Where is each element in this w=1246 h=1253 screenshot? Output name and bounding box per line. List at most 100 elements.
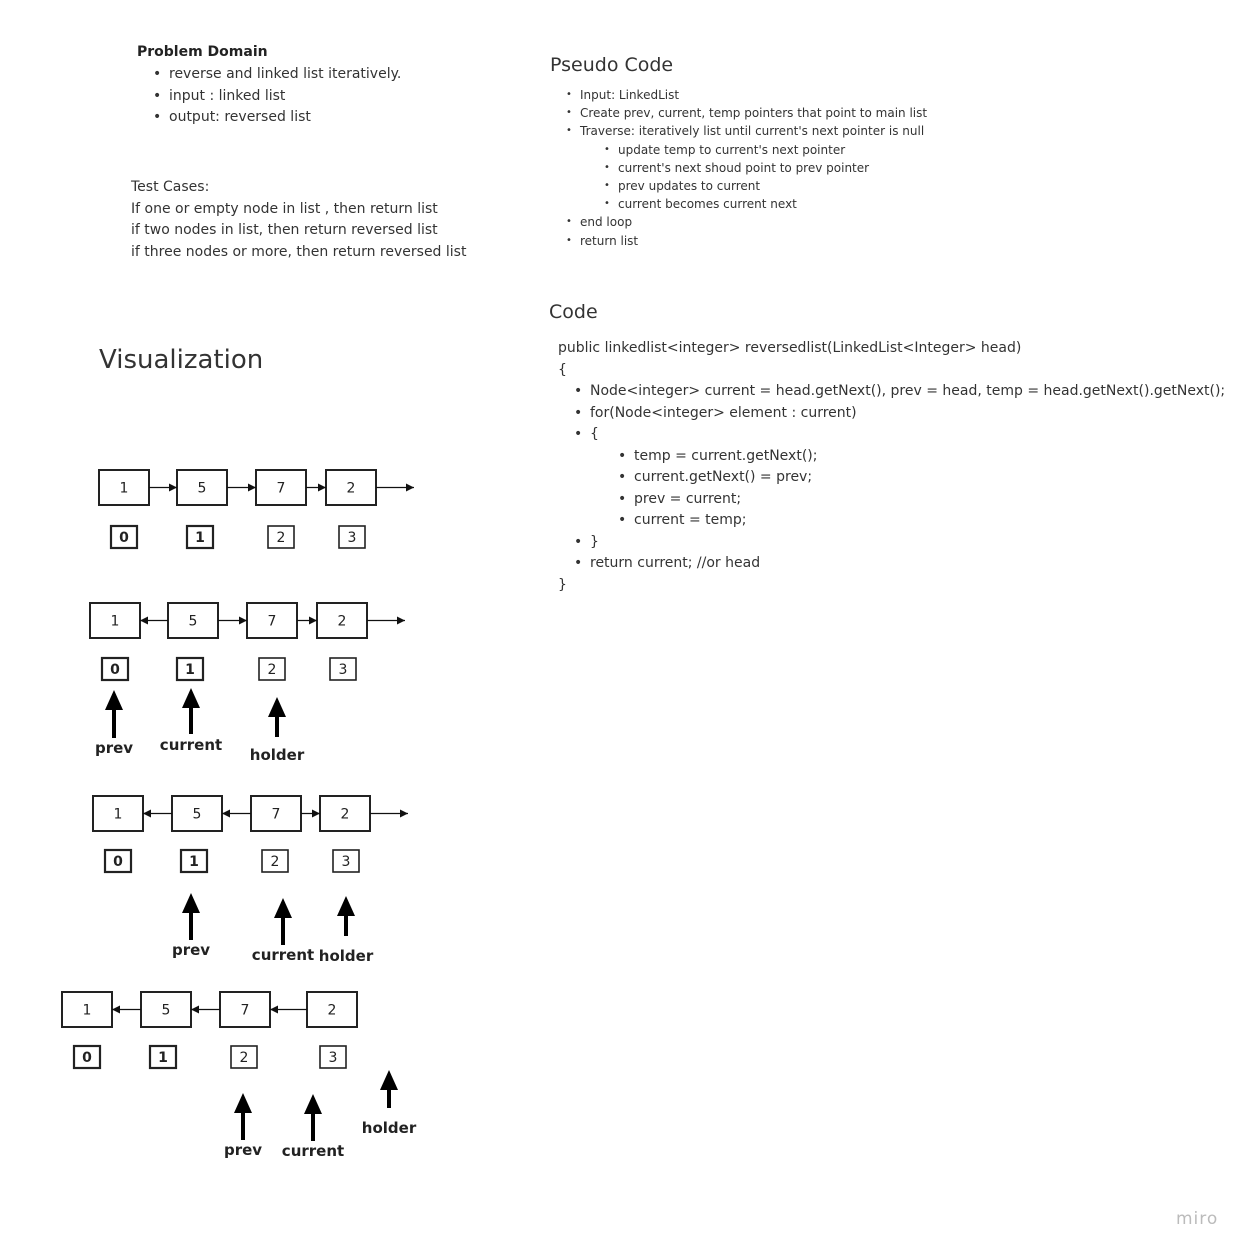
list-node-value: 1 (120, 481, 129, 497)
list-node-value: 5 (162, 1003, 171, 1019)
pointer-arrow-head (234, 1093, 252, 1113)
index-box (332, 849, 360, 873)
pseudo-item: Traverse: iteratively list until current… (566, 122, 927, 140)
pointer-label: current (282, 1142, 344, 1160)
index-box (329, 657, 357, 681)
pointer-label: holder (250, 746, 305, 764)
index-box (319, 1045, 347, 1069)
index-value: 2 (277, 530, 286, 546)
test-cases-section: Test Cases: If one or empty node in list… (131, 177, 466, 263)
list-node-box (246, 602, 298, 639)
pointer-arrow-head (274, 898, 292, 918)
list-node-value: 7 (277, 481, 286, 497)
index-value: 2 (268, 662, 277, 678)
index-box (175, 656, 205, 682)
index-box (185, 524, 215, 550)
index-value: 2 (271, 854, 280, 870)
test-case-line: if two nodes in list, then return revers… (131, 222, 438, 238)
index-box (148, 1044, 178, 1070)
index-value: 3 (342, 854, 351, 870)
index-value: 0 (82, 1050, 92, 1066)
pseudo-subitem: current's next shoud point to prev point… (604, 159, 927, 177)
code-open-brace: { (558, 361, 567, 378)
pointer-label: prev (172, 941, 210, 959)
test-case-line: If one or empty node in list , then retu… (131, 200, 438, 217)
problem-domain-item: reverse and linked list iteratively. (153, 64, 401, 86)
index-value: 0 (113, 854, 123, 870)
index-value: 1 (158, 1050, 168, 1066)
miro-watermark: miro (1176, 1209, 1219, 1229)
problem-domain-item: output: reversed list (153, 107, 401, 129)
pseudo-subitem: current becomes current next (604, 195, 927, 213)
pointer-label: prev (95, 739, 133, 757)
code-title: Code (549, 301, 598, 323)
index-value: 0 (119, 530, 129, 546)
index-box (261, 849, 289, 873)
index-value: 3 (339, 662, 348, 678)
index-value: 1 (189, 854, 199, 870)
list-node-value: 1 (83, 1003, 92, 1019)
pseudo-subitem: update temp to current's next pointer (604, 141, 927, 159)
code-block: public linkedlist<integer> reversedlist(… (558, 338, 1225, 596)
pointer-arrow-head (268, 697, 286, 717)
list-node-value: 2 (347, 481, 356, 497)
test-cases-title: Test Cases: (131, 179, 210, 195)
pointer-label: holder (319, 947, 374, 965)
list-node-box (306, 991, 358, 1028)
pointer-label: current (252, 946, 314, 964)
list-node-box (89, 602, 141, 639)
list-node-box (92, 795, 144, 832)
list-node-value: 1 (111, 614, 120, 630)
list-node-box (325, 469, 377, 506)
index-value: 1 (195, 530, 205, 546)
index-box (100, 656, 130, 682)
code-line: temp = current.getNext(); (618, 446, 1225, 468)
list-node-value: 2 (338, 614, 347, 630)
code-line: for(Node<integer> element : current) (574, 403, 1225, 425)
code-line: { (574, 424, 1225, 446)
pseudo-item: return list (566, 232, 927, 250)
pointer-label: holder (362, 1119, 417, 1137)
pseudo-item: end loop (566, 213, 927, 231)
list-node-value: 2 (341, 807, 350, 823)
index-box (230, 1045, 258, 1069)
pseudo-subitem: prev updates to current (604, 177, 927, 195)
pointer-arrow-head (105, 690, 123, 710)
test-case-line: if three nodes or more, then return reve… (131, 243, 467, 260)
pseudo-item: Create prev, current, temp pointers that… (566, 104, 927, 122)
index-value: 0 (110, 662, 120, 678)
code-lines: Node<integer> current = head.getNext(), … (558, 381, 1225, 575)
list-node-value: 7 (272, 807, 281, 823)
problem-domain-list: reverse and linked list iteratively. inp… (153, 64, 401, 129)
index-value: 1 (185, 662, 195, 678)
list-node-value: 7 (268, 614, 277, 630)
code-line: prev = current; (618, 489, 1225, 511)
pseudo-code-list: Input: LinkedList Create prev, current, … (566, 86, 927, 250)
index-box (338, 525, 366, 549)
list-node-value: 5 (198, 481, 207, 497)
list-node-value: 5 (193, 807, 202, 823)
code-line: return current; //or head (574, 553, 1225, 575)
list-node-box (176, 469, 228, 506)
code-signature: public linkedlist<integer> reversedlist(… (558, 340, 1022, 356)
code-line: current = temp; (618, 510, 1225, 532)
code-line: } (574, 532, 1225, 554)
list-node-box (98, 469, 150, 506)
index-value: 2 (240, 1050, 249, 1066)
index-box (103, 848, 133, 874)
list-node-value: 1 (114, 807, 123, 823)
index-box (179, 848, 209, 874)
pointer-arrow-head (337, 896, 355, 916)
list-node-value: 2 (328, 1003, 337, 1019)
visualization-title: Visualization (99, 345, 264, 375)
pointer-arrow-head (380, 1070, 398, 1090)
pointer-label: current (160, 736, 222, 754)
problem-domain-section: Problem Domain reverse and linked list i… (137, 44, 401, 129)
code-close-brace: } (558, 576, 567, 593)
pseudo-code-title: Pseudo Code (550, 54, 674, 76)
pseudo-item: Input: LinkedList (566, 86, 927, 104)
index-box (72, 1044, 102, 1070)
index-value: 3 (329, 1050, 338, 1066)
list-node-value: 5 (189, 614, 198, 630)
list-node-box (316, 602, 368, 639)
